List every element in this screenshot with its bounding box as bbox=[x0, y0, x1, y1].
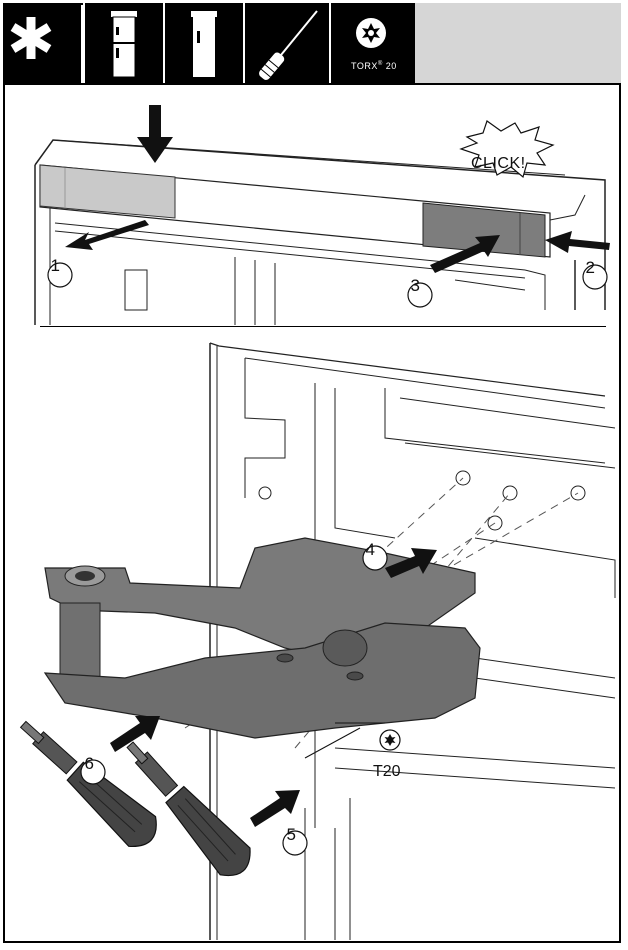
toolbar-divider bbox=[3, 83, 621, 85]
fridge-freezer-tile bbox=[85, 3, 163, 83]
toolbar-separator bbox=[243, 3, 245, 83]
screwdriver-tile bbox=[245, 3, 329, 83]
asterisk-icon bbox=[10, 17, 52, 59]
fridge-freezer-icon bbox=[111, 11, 137, 78]
toolbar-separator bbox=[329, 3, 331, 83]
torx-tile bbox=[331, 3, 413, 83]
step-3-number: 3 bbox=[410, 276, 420, 295]
step-2-number: 2 bbox=[585, 258, 595, 277]
torx-label: TORX® 20 bbox=[351, 61, 397, 71]
fridge-icon bbox=[191, 11, 217, 77]
toolbar-separator bbox=[163, 3, 165, 83]
asterisk-tile bbox=[3, 3, 81, 83]
toolbar-separator bbox=[83, 3, 85, 83]
torx-bit-icon bbox=[356, 18, 386, 48]
t20-label: T20 bbox=[373, 763, 401, 780]
bottom-illustration bbox=[19, 342, 616, 940]
step-1-number: 1 bbox=[50, 256, 60, 275]
toolbar: TORX® 20 bbox=[3, 3, 621, 87]
click-label: CLICK! bbox=[471, 155, 526, 172]
screwdriver-icon bbox=[259, 10, 318, 80]
step-4-number: 4 bbox=[365, 540, 375, 559]
panel-separator bbox=[40, 326, 606, 327]
top-illustration bbox=[34, 105, 610, 325]
step-5-number: 5 bbox=[286, 825, 296, 844]
toolbar-blank-area bbox=[413, 3, 621, 83]
fridge-tile bbox=[165, 3, 243, 83]
step-6-number: 6 bbox=[84, 754, 94, 773]
